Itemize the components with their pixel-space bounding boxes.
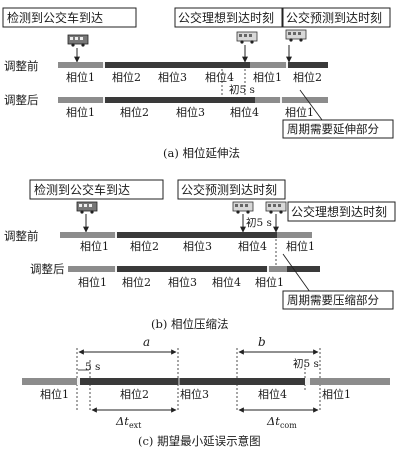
signal-bar-after-a — [58, 97, 328, 103]
early-5s-label-a: 初5 s — [229, 83, 255, 96]
early-5s-label-c: 初5 s — [293, 357, 319, 370]
predict-arrival-box-a — [282, 7, 391, 28]
caption-a: (a) 相位延伸法 — [163, 146, 240, 160]
cycle-extend-box — [282, 119, 394, 139]
span-a-label: a — [143, 335, 150, 349]
ideal-arrival-label-b: 公交理想到达时刻 — [291, 204, 387, 219]
predict-arrival-label-a: 公交预测到达时刻 — [286, 10, 382, 25]
bus-icon — [285, 29, 307, 42]
ideal-arrival-label-a: 公交理想到达时刻 — [178, 10, 274, 25]
five-s-label: 5 s — [85, 361, 100, 373]
phase-label: 相位1 — [253, 70, 282, 84]
bus-icon — [67, 34, 89, 47]
early-5s-label-b: 初5 s — [246, 216, 272, 229]
caption-c: (c) 期望最小延误示意图 — [138, 434, 261, 448]
phase-label: 相位1 — [66, 70, 95, 84]
detect-arrival-label-a: 检测到公交车到达 — [7, 10, 103, 25]
row-before-label-b: 调整前 — [4, 229, 39, 243]
detect-arrival-label-b: 检测到公交车到达 — [34, 182, 130, 197]
panel-a: 检测到公交车到达 公交理想到达时刻 公交预测到达时刻 调整前 调整后 — [2, 7, 394, 160]
ideal-arrival-box-a — [174, 7, 283, 28]
bus-icon — [76, 201, 98, 214]
row-after-label-a: 调整后 — [4, 93, 39, 107]
phase-label: 相位2 — [120, 105, 149, 119]
bus-icon — [232, 201, 254, 214]
phase-label: 相位4 — [212, 275, 241, 289]
phase-label: 相位2 — [130, 239, 159, 253]
phase-label: 相位3 — [176, 105, 205, 119]
phase-label: 相位3 — [158, 70, 187, 84]
phase-label: 相位1 — [66, 105, 95, 119]
phase-label: 相位1 — [78, 275, 107, 289]
phase-label: 相位1 — [80, 239, 109, 253]
signal-bar-after-b — [68, 266, 320, 272]
delta-com-label: Δtcom — [266, 414, 297, 430]
phase-label: 相位1 — [322, 387, 351, 401]
phase-label: 相位4 — [230, 105, 259, 119]
cycle-extend-note: 周期需要延伸部分 — [287, 122, 379, 136]
span-b-label: b — [258, 335, 266, 349]
signal-bar-before-a — [58, 62, 328, 68]
phase-label: 相位4 — [238, 239, 267, 253]
phase-label: 相位2 — [112, 70, 141, 84]
caption-b: (b) 相位压缩法 — [151, 317, 229, 331]
phase-label: 相位3 — [180, 387, 209, 401]
bus-icon — [236, 31, 258, 44]
phase-label: 相位4 — [205, 70, 234, 84]
phase-label: 相位3 — [168, 275, 197, 289]
row-before-label-a: 调整前 — [4, 59, 39, 73]
phase-label: 相位2 — [122, 275, 151, 289]
phase-label: 相位4 — [258, 387, 287, 401]
signal-bar-c — [22, 378, 390, 385]
phase-label: 相位2 — [120, 387, 149, 401]
phase-label: 相位1 — [255, 275, 284, 289]
phase-label: 相位1 — [285, 105, 314, 119]
delta-ext-label: Δtext — [115, 414, 142, 430]
panel-c: a b 5 s 初5 s 相位1 相位2 相位3 相位4 相位1 Δtext Δ… — [22, 335, 390, 448]
cycle-compress-box — [282, 290, 394, 310]
row-after-label-b: 调整后 — [30, 262, 65, 276]
detect-arrival-box-a — [2, 7, 137, 28]
panel-b: 检测到公交车到达 公交预测到达时刻 公交理想到达时刻 初5 s 调整前 调整后 — [4, 179, 396, 331]
phase-label: 相位1 — [40, 387, 69, 401]
predict-arrival-box-b — [177, 179, 286, 200]
phase-label: 相位3 — [183, 239, 212, 253]
bus-icon — [265, 201, 287, 214]
signal-bar-before-b — [60, 232, 312, 238]
detect-arrival-box-b — [29, 179, 164, 200]
predict-arrival-label-b: 公交预测到达时刻 — [181, 182, 277, 197]
phase-label: 相位2 — [293, 70, 322, 84]
ideal-arrival-box-b — [287, 201, 396, 222]
phase-label: 相位1 — [286, 239, 315, 253]
cycle-compress-note: 周期需要压缩部分 — [287, 293, 379, 307]
